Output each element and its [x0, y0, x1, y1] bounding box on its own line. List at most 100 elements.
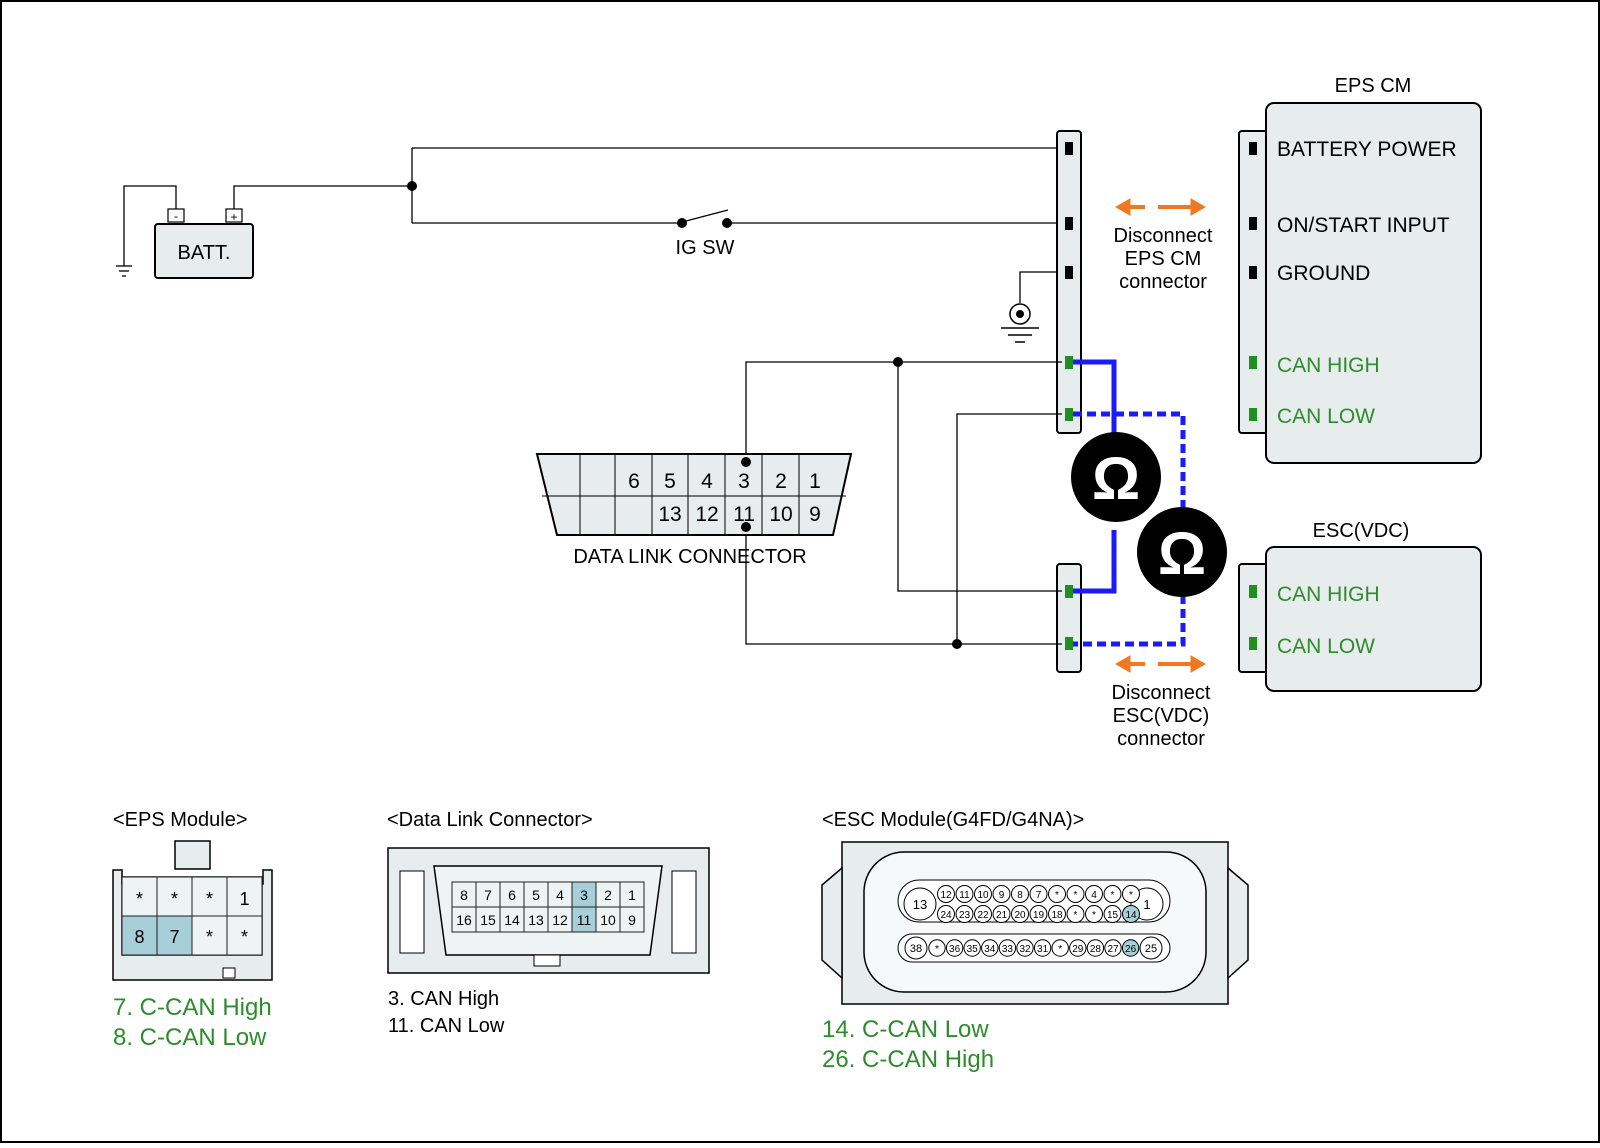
esc-pin-label: 15: [1107, 910, 1119, 921]
battery-positive-wire: [233, 185, 412, 209]
esc-pin: [974, 905, 992, 923]
ohm-symbol: Ω: [1092, 445, 1140, 512]
esc-module-view-title: <ESC Module(G4FD/G4NA)>: [822, 809, 1084, 831]
eps-pin-label: *: [206, 927, 213, 947]
dlc-label: DATA LINK CONNECTOR: [573, 546, 806, 568]
esc-pin-large: [1139, 936, 1163, 960]
esc-pin: [974, 885, 992, 903]
meter-lead-can-high-esc: [1073, 530, 1117, 594]
esc-pin: [1066, 885, 1085, 903]
eps-cm-connector: [1238, 130, 1270, 434]
esc-pin-label: 14: [1125, 910, 1137, 921]
dlc-pin11-dot: [741, 522, 751, 532]
esc-pin-label: 29: [1072, 944, 1084, 955]
esc-pin: [955, 885, 974, 903]
esc-pin-label: *: [1129, 890, 1133, 901]
dlc-pin3-dot: [741, 457, 751, 467]
esc-pin: [1085, 885, 1103, 903]
esc-vdc-pin-can-high: CAN HIGH: [1277, 583, 1380, 606]
esc-pin: [998, 939, 1017, 957]
disconnect-arrow-icon: [1114, 655, 1207, 673]
disconnect-arrow-icon: [1114, 198, 1207, 216]
esc-pin-label: *: [1055, 890, 1059, 901]
meter-lead-can-high: [1073, 359, 1117, 447]
dlc-view-pin-cell: [619, 906, 645, 933]
esc-pin: [945, 939, 964, 957]
esc-pin: [1011, 905, 1029, 923]
dlc-pin-label: 4: [701, 470, 713, 493]
eps-cm-pin-on-start: ON/START INPUT: [1277, 214, 1450, 237]
esc-vdc-pin: [1249, 637, 1257, 650]
dlc-view-pin-cell: [619, 881, 645, 908]
dlc-view-pin-cell: [475, 906, 501, 933]
ig-switch-label: IG SW: [676, 237, 735, 259]
esc-pin-label: 25: [1145, 943, 1157, 955]
dlc-view-pin-label: 8: [460, 887, 468, 903]
dlc-view-pin-label: 7: [484, 887, 492, 903]
esc-pin-label: 27: [1107, 944, 1119, 955]
dlc-view-pin-label: 16: [456, 912, 472, 928]
esc-vdc-pin-can-low: CAN LOW: [1277, 635, 1375, 658]
battery-pos-sign: +: [230, 210, 237, 224]
esc-pin: [1122, 905, 1140, 923]
eps-harness-pin-ground: [1065, 266, 1073, 279]
esc-pin-label: 1: [1143, 897, 1150, 912]
eps-cm-pin: [1249, 356, 1257, 369]
dlc-view-pin-label: 11: [577, 912, 592, 928]
esc-harness-pin-can-low: [1065, 637, 1073, 650]
esc-pin-label: 13: [913, 897, 927, 912]
esc-note-can-low: 14. C-CAN Low: [822, 1016, 989, 1043]
esc-pin-label: *: [935, 944, 939, 955]
esc-pin: [963, 939, 981, 957]
esc-pin-large: [903, 887, 937, 921]
esc-pin-label: 23: [959, 910, 971, 921]
eps-note-can-high: 7. C-CAN High: [113, 994, 272, 1021]
esc-pin-label: 26: [1125, 944, 1137, 955]
dlc-pin-label: 12: [695, 503, 718, 526]
esc-pin: [1029, 905, 1048, 923]
esc-pin: [937, 885, 955, 903]
esc-pin: [1085, 905, 1103, 923]
ohmmeter-icon: Ω: [1071, 432, 1161, 522]
eps-cm-pin: [1249, 408, 1257, 421]
esc-pin: [1029, 885, 1048, 903]
chassis-ground-icon: [116, 265, 132, 277]
esc-pin: [1048, 905, 1066, 923]
eps-harness-connector: [1056, 130, 1082, 434]
eps-pin-label: *: [241, 927, 248, 947]
esc-pin-label: 34: [984, 944, 996, 955]
eps-cm-pin: [1249, 217, 1257, 230]
disconnect-esc-label: connector: [1117, 728, 1205, 750]
dlc-view-pin-cell: [523, 906, 549, 933]
dlc-pin-label: 13: [658, 503, 681, 526]
eps-pin-label: *: [206, 889, 213, 909]
esc-pin-label: 9: [999, 890, 1005, 901]
battery: - + BATT.: [154, 208, 254, 279]
dlc-pin-label: 3: [738, 470, 750, 493]
eps-pin-label: 7: [169, 927, 179, 947]
battery-label: BATT.: [178, 242, 231, 264]
esc-pin-label: *: [1074, 910, 1078, 921]
meter-lead-can-low: [1073, 411, 1186, 510]
dlc-view-pin-label: 9: [628, 912, 636, 928]
esc-pin-label: 10: [977, 890, 989, 901]
dlc-view-pin-label: 13: [528, 912, 544, 928]
eps-harness-pin-on-start: [1065, 217, 1073, 230]
eps-cm-pin-can-high: CAN HIGH: [1277, 354, 1380, 377]
dlc-view-pin-label: 3: [580, 887, 588, 903]
battery-neg-sign: -: [174, 209, 178, 223]
dlc-pin-label: 6: [628, 470, 640, 493]
dlc-note-can-low: 11. CAN Low: [388, 1015, 505, 1037]
esc-pin-label: 24: [940, 910, 952, 921]
ground-icon: [1001, 303, 1039, 343]
esc-pin: [1033, 939, 1052, 957]
dlc-note-can-high: 3. CAN High: [388, 988, 499, 1010]
esc-pin: [1103, 905, 1122, 923]
disconnect-esc-label: ESC(VDC): [1113, 705, 1210, 727]
esc-pin-label: 33: [1002, 944, 1014, 955]
disconnect-eps-label: EPS CM: [1125, 248, 1202, 270]
eps-pin-label: *: [136, 889, 143, 909]
esc-pin-label: 38: [910, 943, 922, 955]
esc-pin-label: 32: [1019, 944, 1031, 955]
